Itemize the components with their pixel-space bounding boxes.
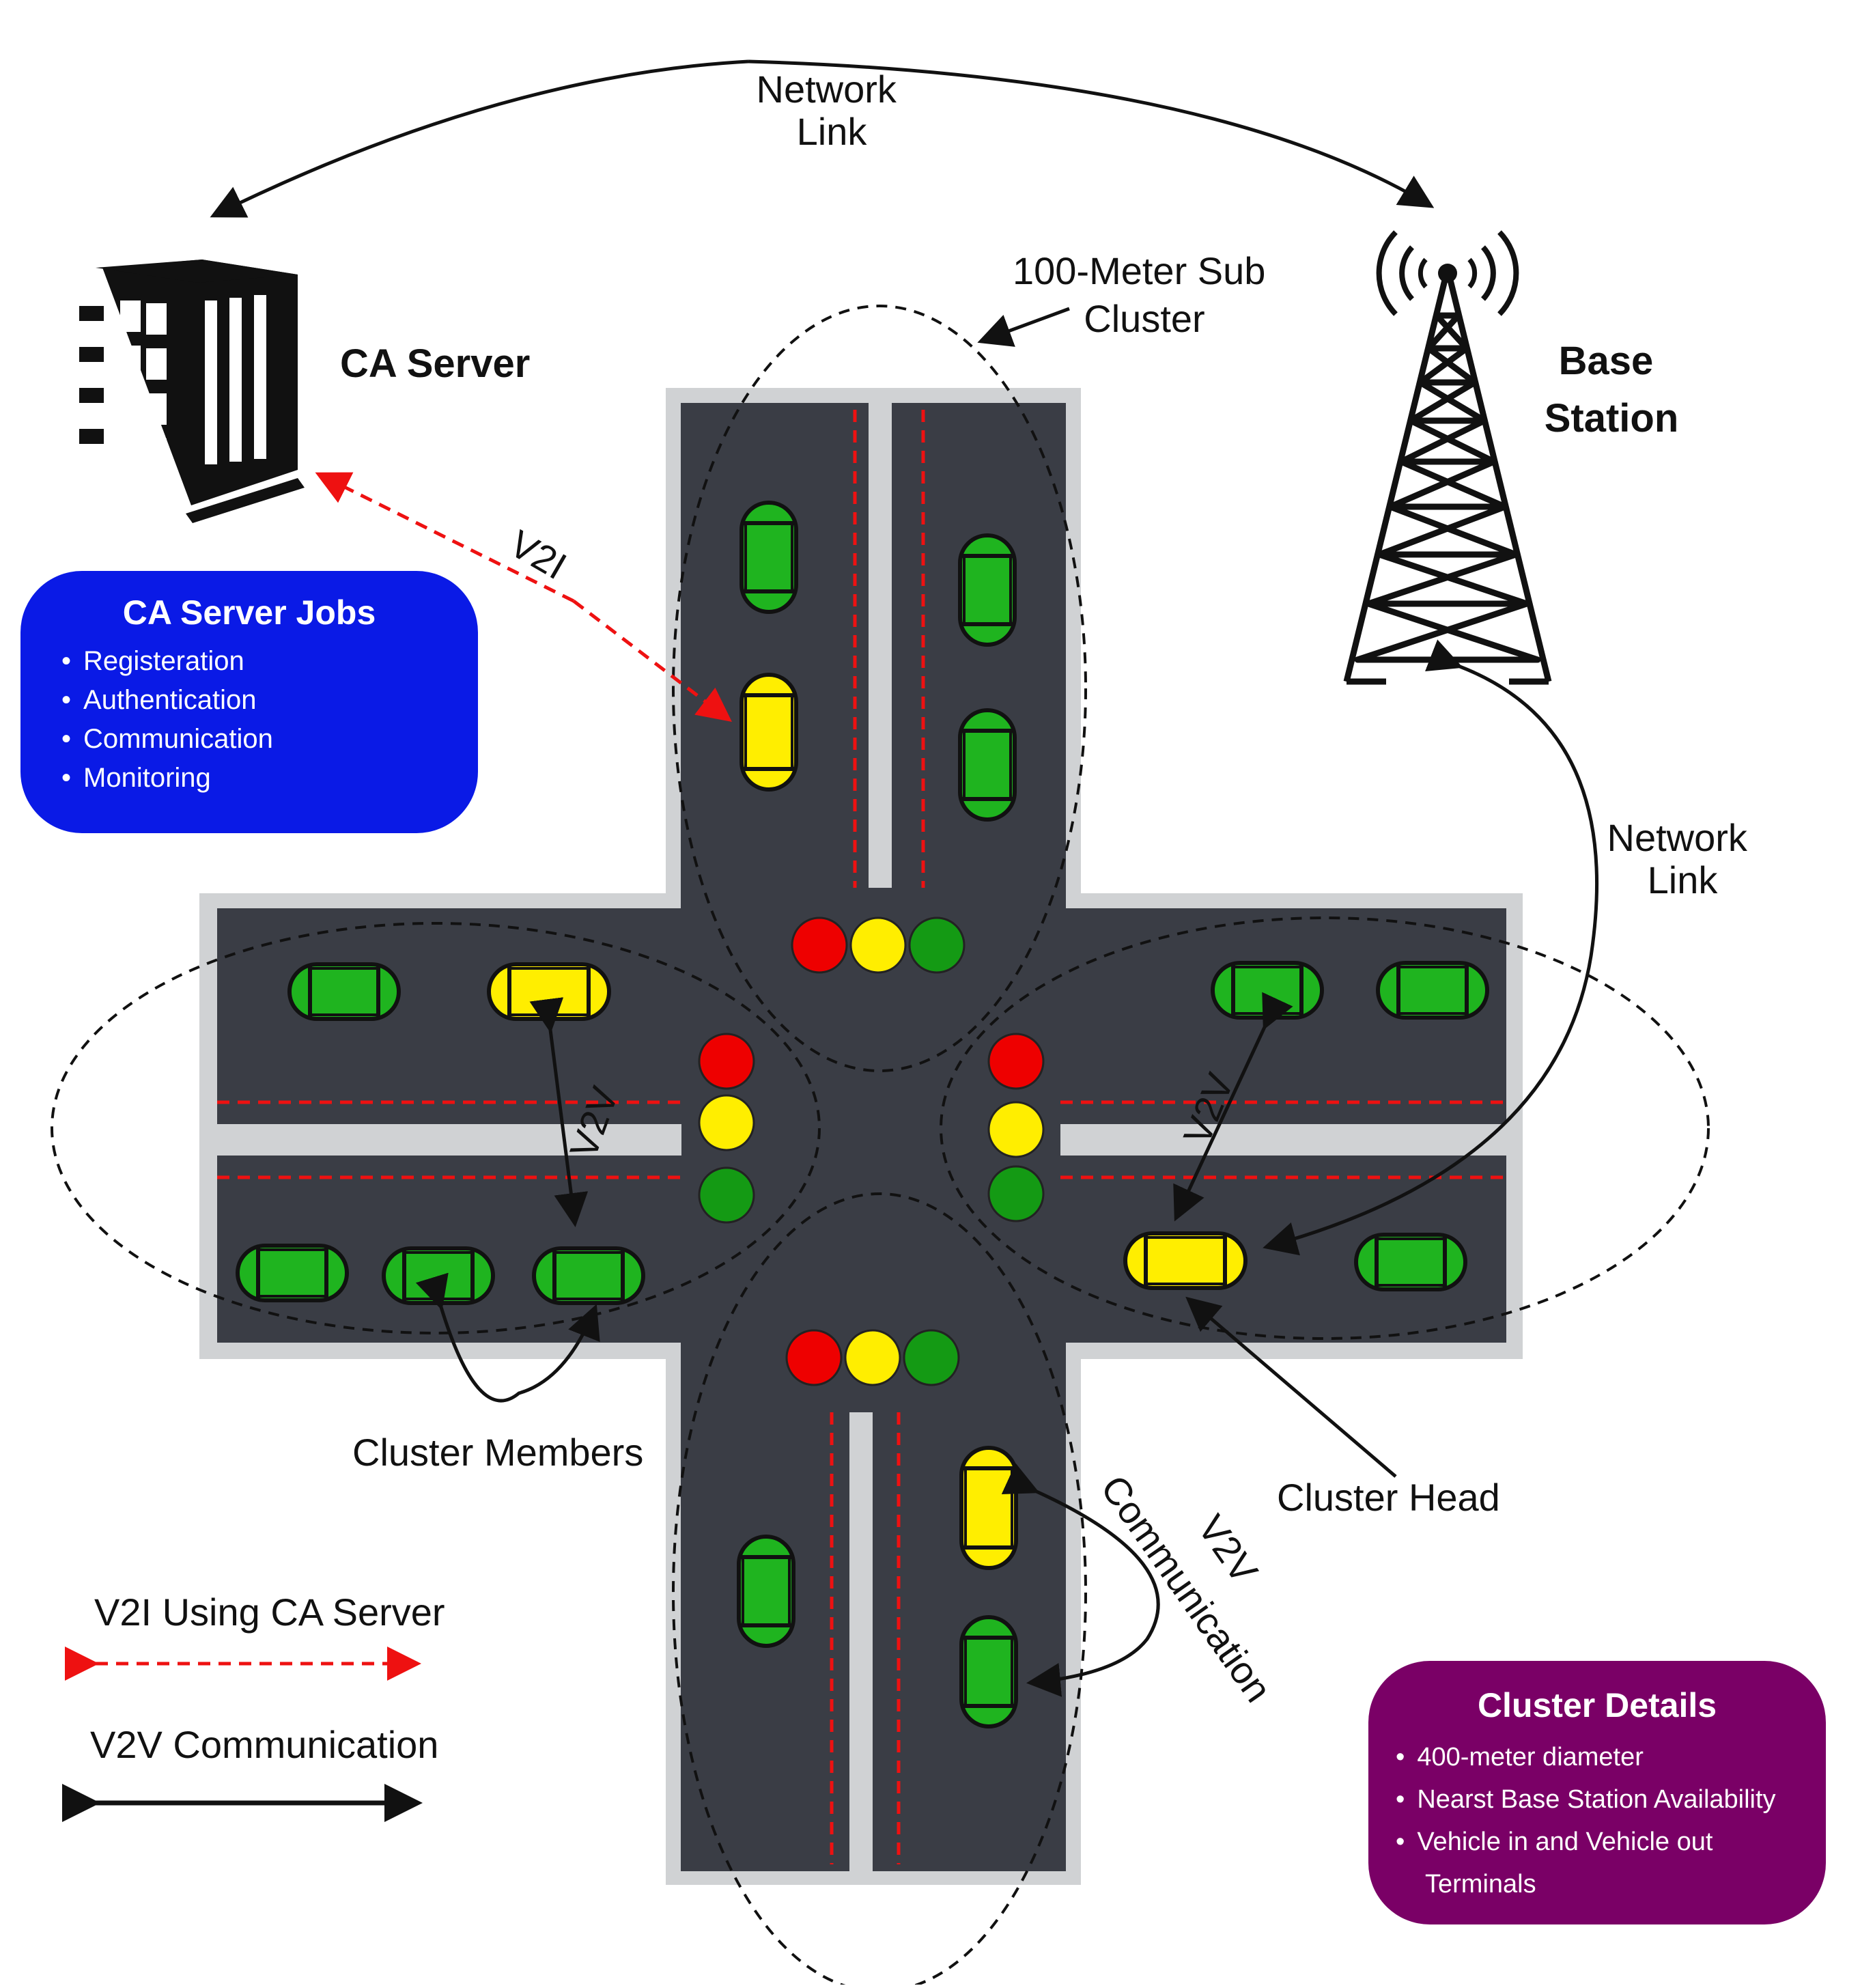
legend-v2i-label: V2I Using CA Server xyxy=(94,1591,445,1634)
arrows xyxy=(210,59,1599,1697)
traffic-light-south xyxy=(785,1329,960,1386)
list-item: Monitoring xyxy=(61,759,437,798)
network-link-top-line2: Link xyxy=(797,110,868,153)
building-icon xyxy=(79,260,305,523)
sub-cluster-west xyxy=(51,922,821,1334)
v2v-east-arrow xyxy=(1173,992,1293,1222)
car-green xyxy=(1376,961,1489,1020)
cluster-details-title: Cluster Details xyxy=(1477,1686,1717,1724)
network-link-top-line1: Network xyxy=(757,68,897,111)
car-green xyxy=(958,533,1017,647)
network-link-top-arrow-right xyxy=(748,59,1435,208)
car-green xyxy=(532,1246,645,1305)
list-item: Authentication xyxy=(61,681,437,720)
car-green xyxy=(382,1246,495,1305)
car-yellow xyxy=(487,962,611,1021)
sub-cluster-line1: 100-Meter Sub xyxy=(1013,249,1265,292)
sub-cluster-east xyxy=(940,916,1710,1340)
network-link-right-line1: Network xyxy=(1607,816,1748,859)
car-green xyxy=(737,1535,795,1648)
traffic-light-east xyxy=(987,1033,1045,1222)
cluster-members-arrow xyxy=(415,1272,600,1403)
car-green xyxy=(959,1615,1018,1728)
ca-server-jobs-list: Registeration Authentication Communicati… xyxy=(61,642,437,798)
v2v-south-arrow xyxy=(1001,1463,1160,1697)
car-green xyxy=(287,962,401,1021)
cluster-head-pointer xyxy=(1185,1296,1397,1478)
network-link-right-arrow xyxy=(1263,639,1599,1256)
traffic-light-north xyxy=(791,916,966,974)
network-link-right-line2: Link xyxy=(1648,858,1719,901)
ca-server-jobs-box: CA Server Jobs Registeration Authenticat… xyxy=(20,571,478,833)
base-station-label: Base Station xyxy=(1545,339,1679,440)
ca-server-label: CA Server xyxy=(340,341,530,386)
cluster-details-list: 400-meter diameter Nearst Base Station A… xyxy=(1396,1736,1799,1905)
car-green xyxy=(236,1244,349,1302)
ca-server-jobs-title: CA Server Jobs xyxy=(122,593,376,632)
legend: V2I Using CA Server V2V Communication xyxy=(62,1591,445,1822)
list-item: Communication xyxy=(61,720,437,759)
list-item: 400-meter diameter xyxy=(1396,1736,1799,1778)
sub-cluster-line2: Cluster xyxy=(1084,297,1204,340)
car-green xyxy=(958,708,1017,822)
sub-cluster-south xyxy=(672,1192,1087,1988)
car-green xyxy=(1354,1233,1467,1291)
list-item: Registeration xyxy=(61,642,437,681)
car-yellow xyxy=(959,1446,1018,1570)
traffic-light-west xyxy=(698,1033,755,1224)
sub-cluster-pointer xyxy=(977,307,1070,347)
cluster-details-box: Cluster Details 400-meter diameter Nears… xyxy=(1368,1661,1826,1924)
base-station-line2: Station xyxy=(1545,396,1679,440)
legend-v2v-label: V2V Communication xyxy=(90,1723,438,1766)
v2i-label: V2I xyxy=(503,522,574,588)
v2i-arrow-rev xyxy=(572,600,732,723)
list-item: Vehicle in and Vehicle out xyxy=(1396,1821,1799,1863)
v2v-west-arrow xyxy=(529,997,589,1227)
network-link-right-label: Network Link xyxy=(1607,816,1758,901)
list-item-continuation: Terminals xyxy=(1425,1870,1536,1899)
cluster-head-label: Cluster Head xyxy=(1277,1476,1500,1519)
cluster-members-label: Cluster Members xyxy=(352,1431,643,1474)
v2v-south-line2: Communication xyxy=(1093,1468,1280,1710)
sub-cluster-label: 100-Meter Sub Cluster xyxy=(1013,249,1276,340)
car-yellow-cluster-head xyxy=(1123,1231,1248,1290)
cluster-ellipses xyxy=(51,305,1710,1988)
car-green xyxy=(739,501,798,614)
list-item: Nearst Base Station Availability xyxy=(1396,1778,1799,1821)
sub-cluster-north xyxy=(672,305,1087,1072)
network-link-top-label: Network Link xyxy=(757,68,907,153)
base-station-line1: Base xyxy=(1559,339,1654,383)
car-green xyxy=(1211,961,1324,1020)
v2i-arrow xyxy=(315,472,575,603)
network-link-top-arrow xyxy=(210,59,749,218)
tower-icon xyxy=(1343,230,1552,685)
car-yellow xyxy=(739,673,798,792)
